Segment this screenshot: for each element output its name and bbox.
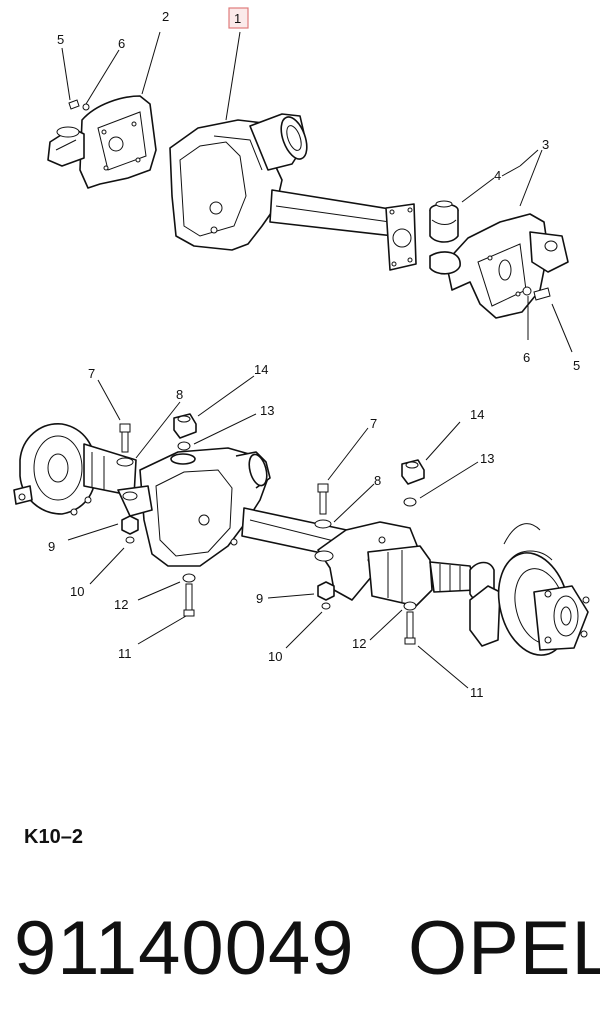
callout-bot-10b: 10: [268, 649, 282, 664]
callout-bot-13a: 13: [260, 403, 274, 418]
callout-bot-8a: 8: [176, 387, 183, 402]
top-leader-lines: [61, 31, 573, 353]
callout-top-4: 4: [494, 168, 501, 183]
axle-housing: [169, 113, 417, 271]
callout-bot-11a: 11: [118, 646, 132, 661]
callout-bot-12a: 12: [114, 597, 128, 612]
callout-bot-7b: 7: [370, 416, 377, 431]
callout-bot-9a: 9: [48, 539, 55, 554]
rubber-bush: [429, 200, 459, 243]
callout-top-1: 1: [234, 11, 241, 26]
callout-top-6b: 6: [523, 350, 530, 365]
callout-top-3: 3: [542, 137, 549, 152]
callout-bot-13b: 13: [480, 451, 494, 466]
left-fastener-stack: [116, 413, 197, 617]
exploded-diagram: 2 1 5 6 3 4 6 5: [13, 7, 590, 700]
top-right-bolt: [522, 286, 551, 301]
bottom-leader-lines: [67, 375, 479, 689]
part-number: 91140049: [14, 906, 355, 991]
callout-bot-14b: 14: [470, 407, 484, 422]
callout-top-5b: 5: [573, 358, 580, 373]
top-assembly: 2 1 5 6 3 4 6 5: [47, 7, 580, 373]
callout-bot-14a: 14: [254, 362, 268, 377]
right-mount-bracket: [429, 213, 569, 319]
callout-bot-8b: 8: [374, 473, 381, 488]
callout-top-6a: 6: [118, 36, 125, 51]
right-hub: [469, 523, 590, 656]
callout-bot-9b: 9: [256, 591, 263, 606]
left-hub: [13, 423, 137, 516]
callout-bot-11b: 11: [470, 685, 484, 700]
callout-1-highlight-box: [228, 7, 249, 29]
callout-bot-12b: 12: [352, 636, 366, 651]
callout-bot-10a: 10: [70, 584, 84, 599]
top-left-bolt: [68, 99, 90, 111]
callout-bot-7a: 7: [88, 366, 95, 381]
diagram-code: K10–2: [24, 826, 83, 848]
left-mount-bracket: [47, 95, 157, 189]
brand-name: OPEL: [408, 906, 600, 991]
bottom-assembly: 7 8 14 13 9 10 12 11 7 8 14 13 9 10 12 1…: [13, 362, 590, 700]
right-fastener-stack: [314, 459, 425, 645]
callout-top-5a: 5: [57, 32, 64, 47]
callout-top-2: 2: [162, 9, 169, 24]
